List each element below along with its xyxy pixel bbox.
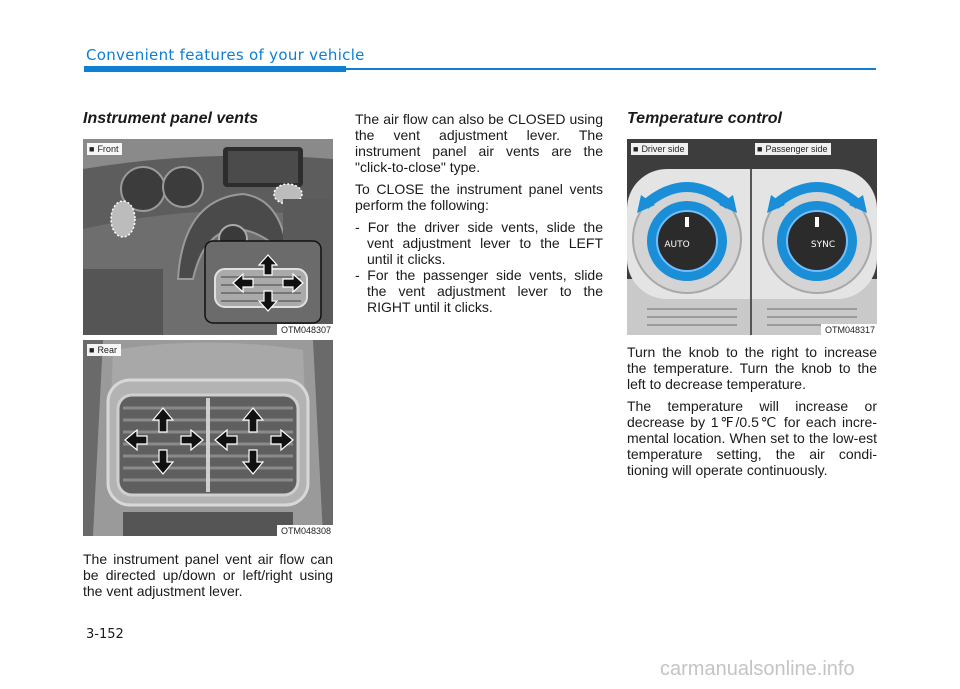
right-body-text: Turn the knob to the right to increase t… (627, 344, 877, 484)
left-body-text: The instrument panel vent air flow can b… (83, 551, 333, 605)
figure-front-vents: Front OTM048307 (83, 139, 333, 335)
middle-body-text: The air flow can also be CLOSED using th… (355, 111, 603, 321)
paragraph-close-instructions: To CLOSE the instrument panel vents perf… (355, 181, 603, 213)
figure-label-passenger: Passenger side (755, 143, 832, 155)
figure-code-temperature: OTM048317 (820, 324, 877, 335)
heading-instrument-panel-vents: Instrument panel vents (83, 110, 259, 127)
front-dashboard-illustration (83, 139, 333, 335)
section-header-title: Convenient features of your vehicle (86, 46, 365, 64)
site-watermark: carmanualsonline.info (660, 658, 855, 680)
list-item: - For the driver side vents, slide the v… (355, 219, 603, 267)
close-steps-list: - For the driver side vents, slide the v… (355, 219, 603, 315)
paragraph-vent-direction: The instrument panel vent air flow can b… (83, 551, 333, 599)
heading-temperature-control: Temperature control (627, 110, 782, 127)
figure-label-front: Front (87, 143, 123, 155)
temperature-knobs-illustration: AUTO SYNC (627, 139, 877, 335)
page-number: 3-152 (86, 627, 124, 642)
paragraph-knob-direction: Turn the knob to the right to increase t… (627, 344, 877, 392)
paragraph-temperature-increment: The temperature will increase or decreas… (627, 398, 877, 478)
header-rule (346, 68, 876, 70)
figure-label-driver: Driver side (631, 143, 689, 155)
paragraph-click-to-close: The air flow can also be CLOSED using th… (355, 111, 603, 175)
figure-code-front: OTM048307 (276, 324, 333, 335)
figure-rear-vents: Rear OTM048308 (83, 340, 333, 536)
figure-temperature-knobs: AUTO SYNC Driver side Passenger side OTM… (627, 139, 877, 335)
knob-label-sync: SYNC (811, 240, 835, 250)
knob-label-auto: AUTO (664, 240, 689, 250)
list-item: - For the passenger side vents, slide th… (355, 267, 603, 315)
figure-label-rear: Rear (87, 344, 121, 356)
figure-code-rear: OTM048308 (276, 525, 333, 536)
rear-console-illustration (83, 340, 333, 536)
header-accent-bar (84, 66, 346, 72)
